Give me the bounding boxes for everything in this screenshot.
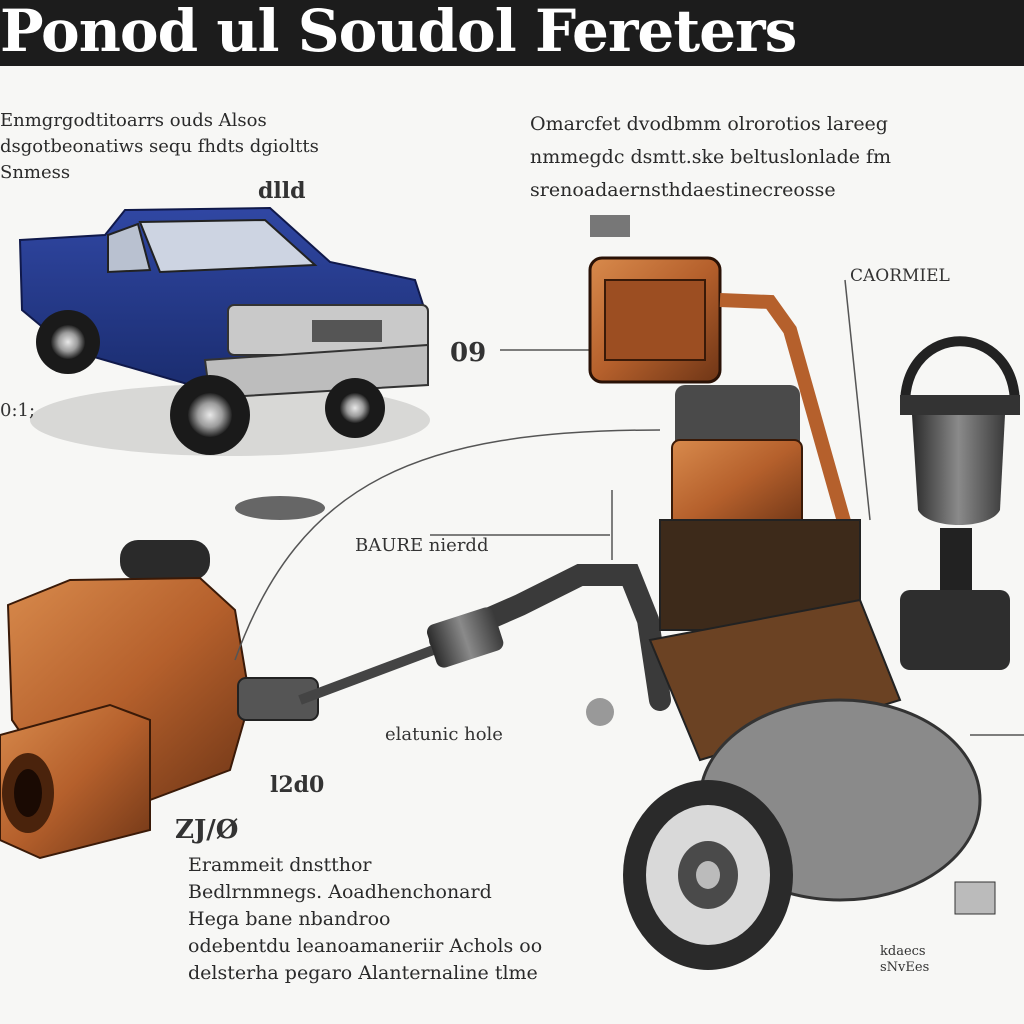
left-desc-line: Snmess xyxy=(0,162,71,183)
mid-label: elatunic hole xyxy=(385,724,503,745)
controller-label: CAORMIEL xyxy=(850,266,950,286)
right-description: Omarcfet dvodbmm olrorotios lareeg nmmeg… xyxy=(530,108,891,207)
filter-canister-illustration xyxy=(900,336,1020,670)
page-title: Ponod ul Soudol Fereters xyxy=(0,0,797,66)
truck-connector-label: 09 xyxy=(450,338,487,368)
pump-number-label: ZJ/Ø xyxy=(175,815,239,845)
leader-lines xyxy=(234,279,1024,736)
bottom-desc-line: Hega bane nbandroo xyxy=(188,908,391,930)
bottom-desc-line: delsterha pegaro Alanternaline tlme xyxy=(188,962,538,984)
truck-side-label: 0:1; xyxy=(0,400,36,421)
header-banner: Ponod ul Soudol Fereters xyxy=(0,0,1024,66)
bottom-desc-line: odebentdu leanoamaneriir Achols oo xyxy=(188,935,543,957)
left-pump-illustration xyxy=(0,540,319,860)
right-desc-line: Omarcfet dvodbmm olrorotios lareeg xyxy=(530,113,888,135)
pickup-truck-illustration xyxy=(18,206,430,456)
bottom-description: Erammeit dnstthor Bedlrnmnegs. Aoadhench… xyxy=(188,852,542,987)
title-part-1: Ponod ul xyxy=(0,0,298,65)
bottom-desc-line: Bedlrnmnegs. Aoadhenchonard xyxy=(188,881,492,903)
truck-top-label: dlld xyxy=(258,178,306,204)
center-label: BAURE nierdd xyxy=(355,535,489,556)
title-part-2: Soudol Fereters xyxy=(297,0,797,65)
bottom-desc-line: Erammeit dnstthor xyxy=(188,854,372,876)
left-desc-line: dsgotbeonatiws sequ fhdts dgioltts xyxy=(0,136,319,157)
pump-small-label: l2d0 xyxy=(270,772,325,798)
right-desc-line: nmmegdc dsmtt.ske beltuslonlade fm xyxy=(530,146,892,168)
left-description: Enmgrgodtitoarrs ouds Alsos dsgotbeonati… xyxy=(0,108,319,186)
bottom-right-label: kdaecs sNvEes xyxy=(880,944,930,975)
engine-assembly-illustration xyxy=(623,385,982,970)
drive-shaft xyxy=(298,564,671,711)
left-desc-line: Enmgrgodtitoarrs ouds Alsos xyxy=(0,110,267,131)
controller-box-illustration xyxy=(588,215,852,527)
right-desc-line: srenoadaernsthdaestinecreosse xyxy=(530,179,836,201)
